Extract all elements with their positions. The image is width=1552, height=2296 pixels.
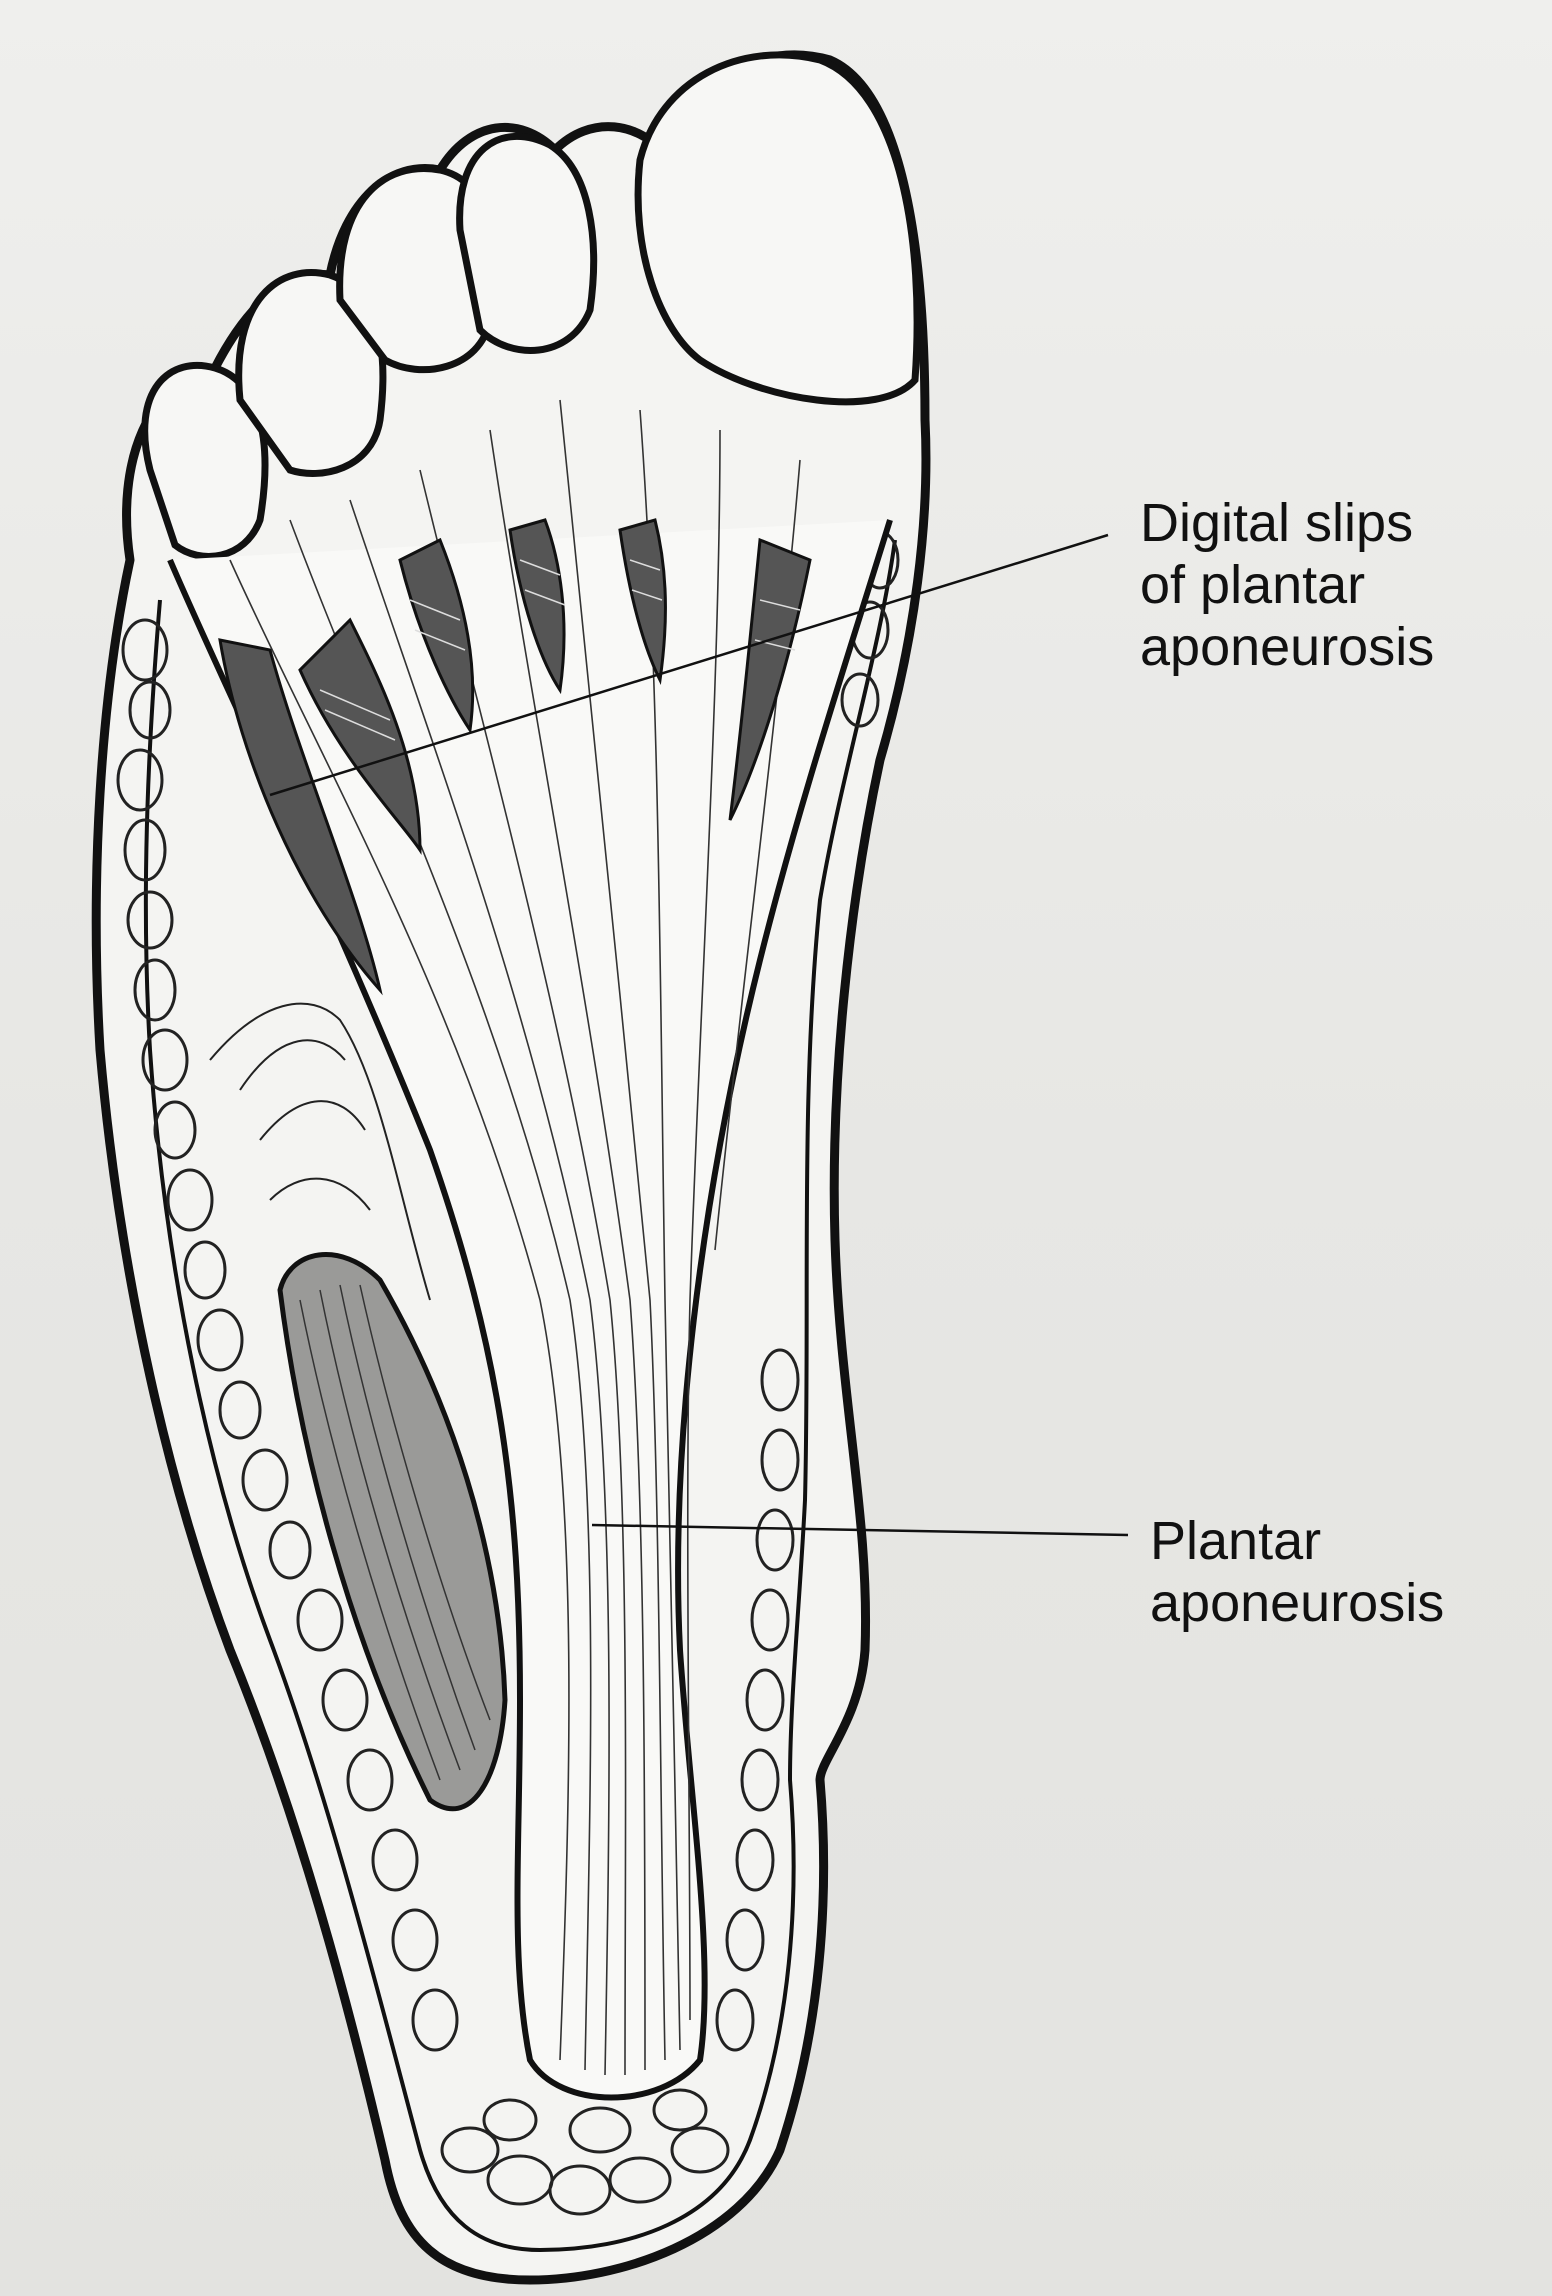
leader-line-plantar-aponeurosis bbox=[591, 1523, 1129, 1537]
inner-contour bbox=[143, 539, 897, 2253]
abductor-muscle bbox=[277, 1252, 508, 1812]
label-plantar-aponeurosis-line2: aponeurosis bbox=[1150, 1573, 1445, 1633]
label-plantar-aponeurosis-line1: Plantar bbox=[1150, 1511, 1322, 1571]
label-digital-slips: Digital slips of plantar aponeurosis bbox=[1140, 492, 1434, 678]
abductor-muscle-striations bbox=[299, 1284, 491, 1781]
aponeurosis-fibres bbox=[229, 399, 801, 2076]
label-plantar-aponeurosis: Plantar aponeurosis bbox=[1150, 1510, 1444, 1634]
label-digital-slips-line3: aponeurosis bbox=[1140, 617, 1435, 677]
label-digital-slips-line1: Digital slips bbox=[1140, 493, 1414, 553]
fat-lobules-heel bbox=[440, 2088, 730, 2216]
slip-hatching bbox=[319, 559, 801, 741]
toe-2 bbox=[456, 132, 598, 354]
toe-1 bbox=[634, 51, 921, 406]
toes bbox=[141, 51, 921, 560]
label-digital-slips-line2: of plantar bbox=[1140, 555, 1366, 615]
leader-line-digital-slips bbox=[269, 533, 1109, 797]
tendon-arcs bbox=[209, 1002, 431, 1301]
digital-slips bbox=[218, 518, 812, 996]
fat-lobules-left bbox=[116, 618, 459, 2052]
